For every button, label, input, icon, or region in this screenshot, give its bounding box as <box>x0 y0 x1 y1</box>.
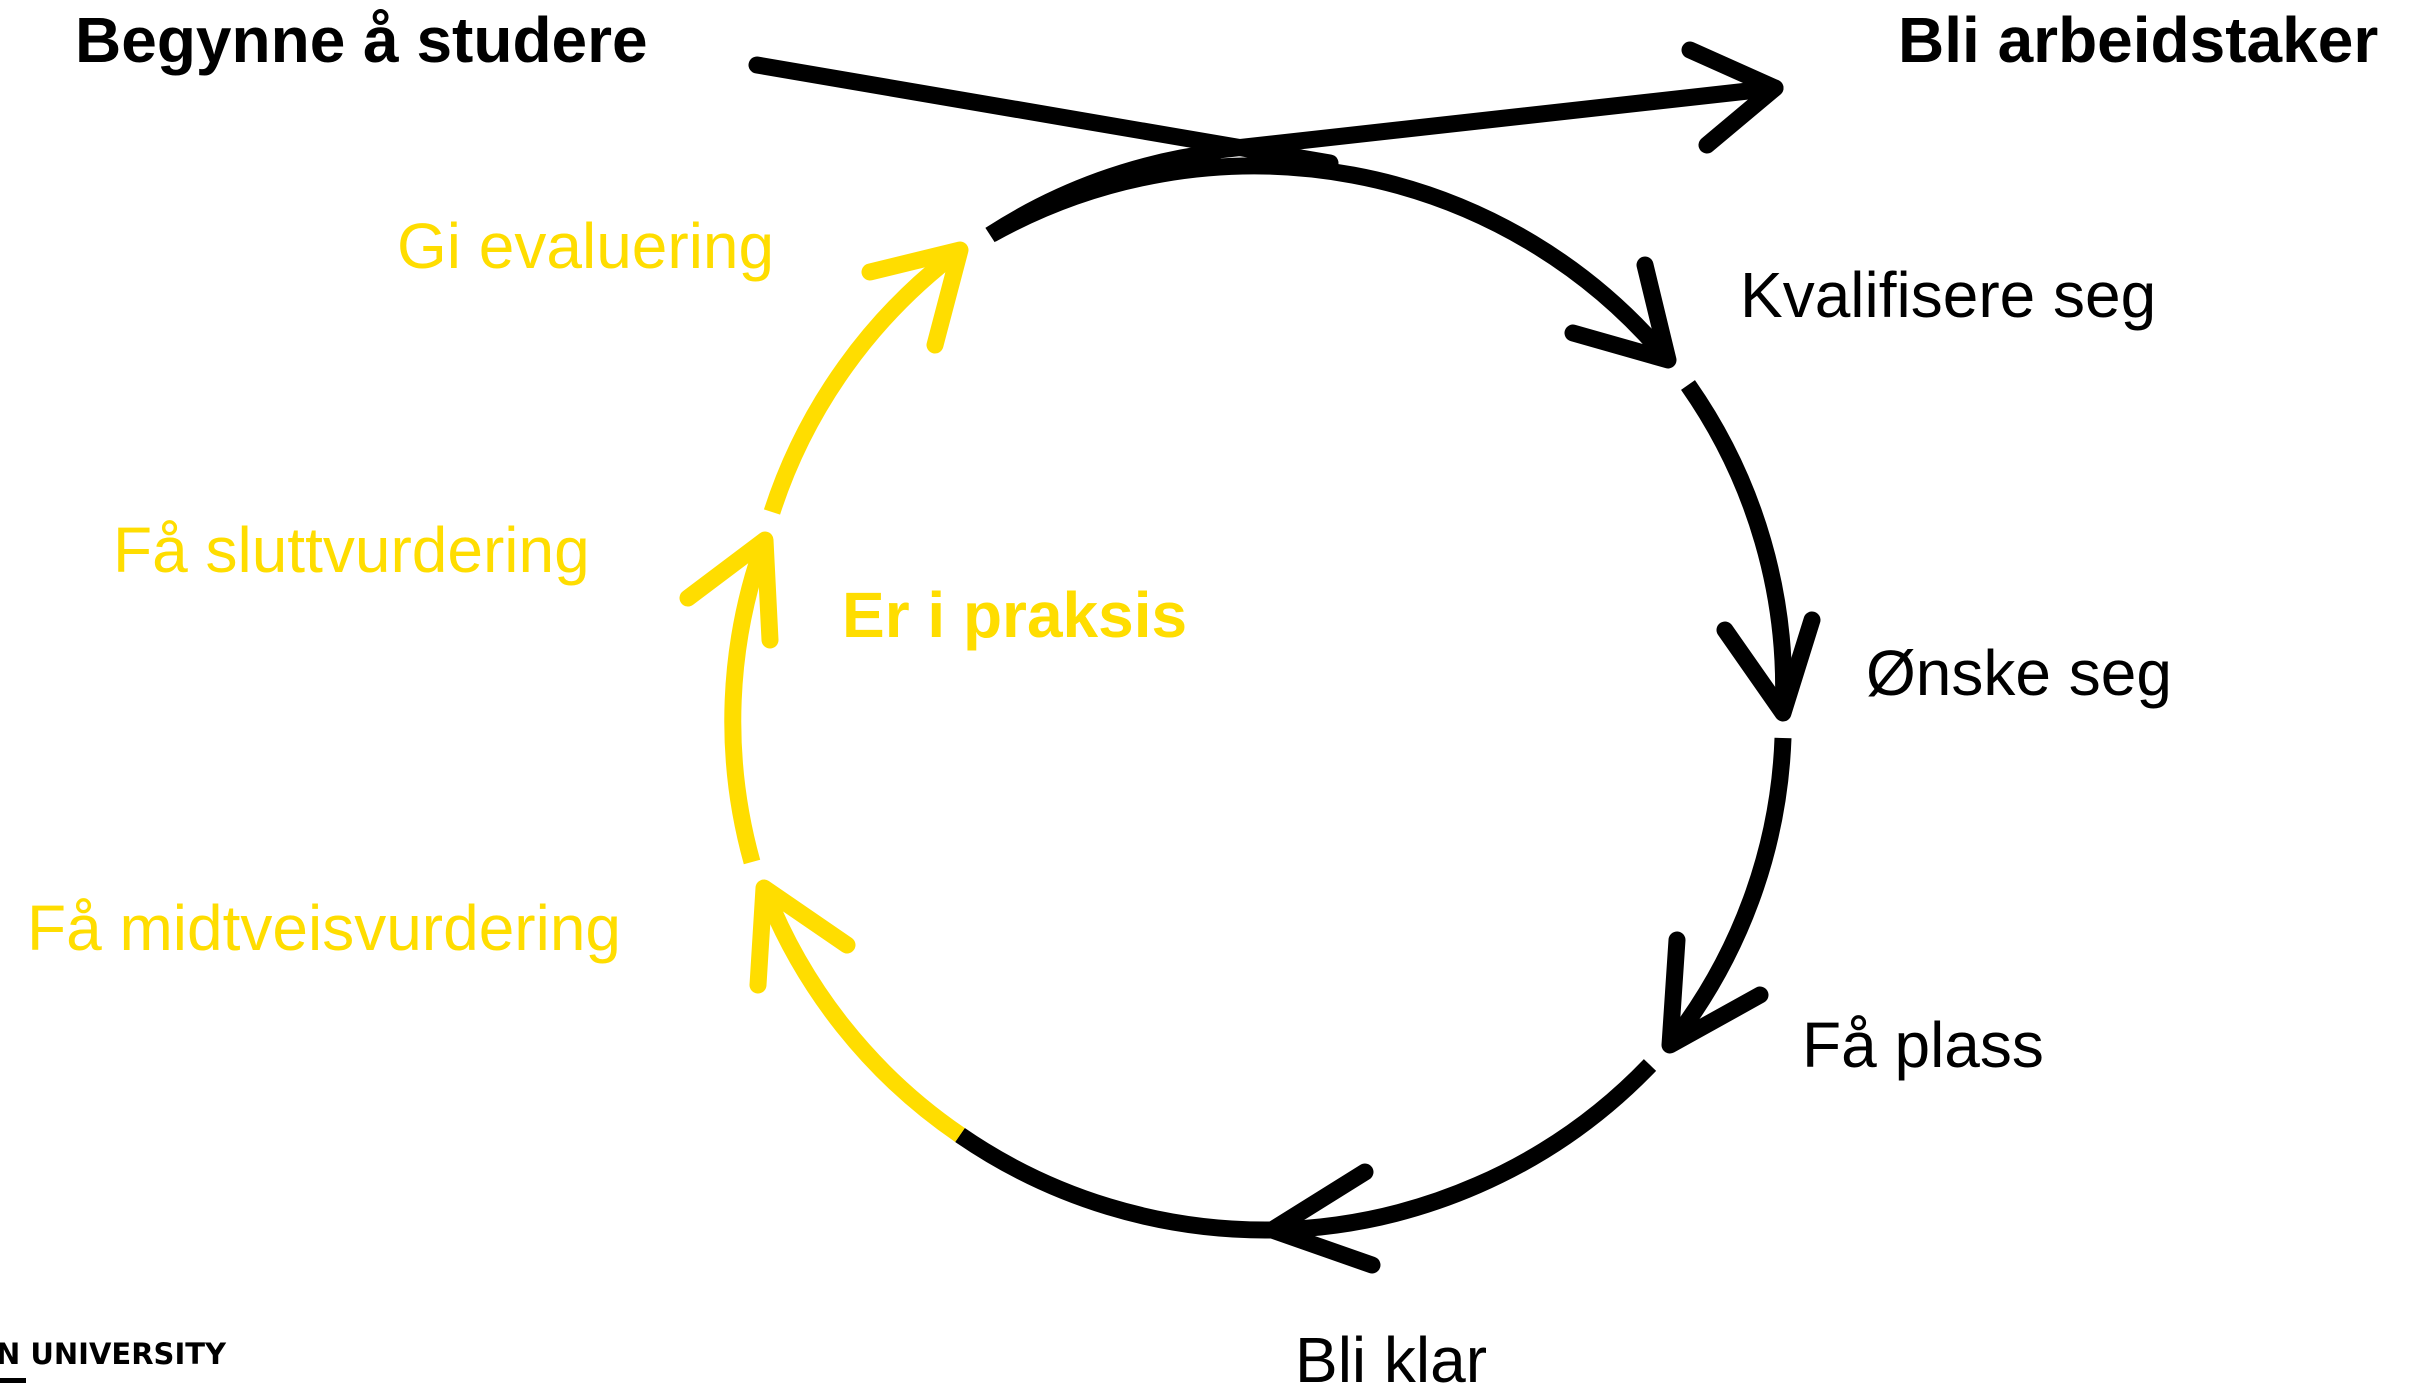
fa-sluttvurdering-arrow <box>679 531 779 649</box>
cycle-arrowheads <box>679 241 1821 1274</box>
step-gi-evaluering: Gi evaluering <box>397 210 774 282</box>
bli-klar-arrow <box>1263 1163 1381 1274</box>
onske-seg-arrow <box>1716 611 1821 722</box>
diagram-labels: Begynne å studere Bli arbeidstaker Kvali… <box>27 4 2378 1383</box>
step-onske-seg: Ønske seg <box>1866 637 2172 709</box>
exit-line <box>1191 79 1784 161</box>
step-kvalifisere-seg: Kvalifisere seg <box>1740 259 2156 331</box>
arc-fa-sluttvurdering <box>724 537 773 865</box>
center-label: Er i praksis <box>842 579 1187 651</box>
arc-gi-evaluering <box>763 243 966 515</box>
arc-fa-plass <box>1663 737 1792 1051</box>
fa-plass-arrow <box>1661 931 1769 1054</box>
logo-fragment <box>0 1378 26 1383</box>
start-label: Begynne å studere <box>75 4 648 76</box>
arc-bli-klar-to-praksis <box>955 1128 1273 1239</box>
arc-gi-evaluering-to-top <box>985 143 1221 243</box>
end-label: Bli arbeidstaker <box>1898 4 2378 76</box>
step-fa-midtveisvurdering: Få midtveisvurdering <box>27 892 621 964</box>
fa-midtveisvurdering-arrow <box>749 879 856 994</box>
gi-evaluering-arrow <box>861 241 969 354</box>
arc-onske-seg <box>1681 380 1793 714</box>
kvalifisere-seg-arrow <box>1564 256 1677 369</box>
university-logo: N UNIVERSITY <box>0 1337 227 1383</box>
logo-text: N UNIVERSITY <box>0 1337 227 1371</box>
cycle-arcs <box>724 143 1793 1239</box>
arc-bli-klar <box>1271 1059 1657 1239</box>
entry-exit-path <box>748 41 1784 172</box>
step-fa-plass: Få plass <box>1802 1009 2044 1081</box>
arc-fa-midtveisvurdering <box>756 884 965 1143</box>
exit-arrowhead <box>1681 41 1784 154</box>
step-fa-sluttvurdering: Få sluttvurdering <box>113 514 590 586</box>
step-bli-klar: Bli klar <box>1295 1324 1487 1383</box>
